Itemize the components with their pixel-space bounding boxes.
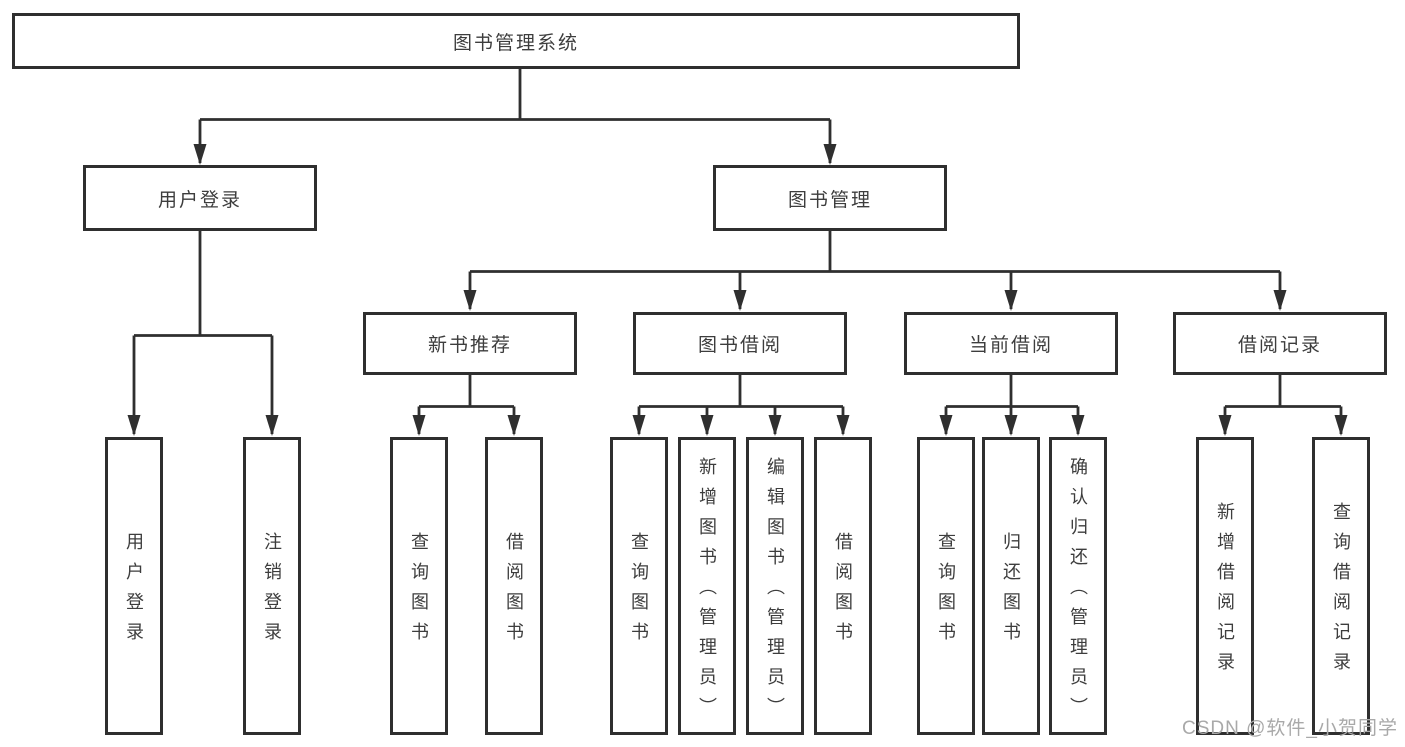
leaf-confirm-return-admin: 确认归还（管理员） [1049, 437, 1107, 735]
node-label: 当前借阅 [968, 335, 1053, 356]
node-label: 图书借阅 [697, 335, 782, 356]
node-label: 注销登录 [262, 532, 282, 652]
leaf-query-books-3: 查询图书 [917, 437, 975, 735]
node-label: 借阅记录 [1237, 335, 1322, 356]
node-label: 用户登录 [157, 189, 242, 211]
leaf-add-book-admin: 新增图书（管理员） [678, 437, 736, 735]
leaf-borrow-books-2: 借阅图书 [814, 437, 872, 735]
node-label: 查询图书 [936, 532, 956, 652]
leaf-user-login: 用户登录 [105, 437, 163, 735]
node-label: 用户登录 [124, 532, 144, 652]
connector-current-to-leaves [939, 375, 1085, 436]
node-label: 新增借阅记录 [1215, 502, 1235, 682]
node-label: 确认归还（管理员） [1068, 457, 1088, 727]
node-label: 图书管理 [787, 189, 872, 211]
connector-root-to-level2 [193, 69, 837, 165]
node-new-book-recommendation: 新书推荐 [363, 312, 577, 375]
node-label: 新增图书（管理员） [697, 457, 717, 727]
node-label: 归还图书 [1001, 532, 1021, 652]
node-label: 图书管理系统 [452, 32, 579, 54]
leaf-borrow-books-1: 借阅图书 [485, 437, 543, 735]
connector-newbook-to-leaves [412, 375, 521, 436]
node-user-login: 用户登录 [83, 165, 317, 231]
node-borrowing-records: 借阅记录 [1173, 312, 1387, 375]
connector-login-to-leaves [127, 231, 279, 436]
node-label: 查询图书 [629, 532, 649, 652]
node-label: 借阅图书 [833, 532, 853, 652]
csdn-watermark: CSDN @软件_小贺同学 [1182, 718, 1398, 739]
node-label: 借阅图书 [504, 532, 524, 652]
connector-records-to-leaves [1218, 375, 1348, 436]
leaf-query-books-1: 查询图书 [390, 437, 448, 735]
node-label: 查询借阅记录 [1331, 502, 1351, 682]
leaf-query-books-2: 查询图书 [610, 437, 668, 735]
leaf-return-book: 归还图书 [982, 437, 1040, 735]
node-current-borrowing: 当前借阅 [904, 312, 1118, 375]
node-label: 编辑图书（管理员） [765, 457, 785, 727]
node-label: 新书推荐 [427, 335, 512, 356]
node-label: 查询图书 [409, 532, 429, 652]
leaf-edit-book-admin: 编辑图书（管理员） [746, 437, 804, 735]
leaf-add-borrow-record: 新增借阅记录 [1196, 437, 1254, 735]
connector-borrow-to-leaves [632, 375, 850, 436]
node-book-management: 图书管理 [713, 165, 947, 231]
connector-management-to-level3 [463, 231, 1287, 311]
leaf-query-borrow-record: 查询借阅记录 [1312, 437, 1370, 735]
node-book-borrowing: 图书借阅 [633, 312, 847, 375]
node-library-management-system: 图书管理系统 [12, 13, 1020, 69]
leaf-logout: 注销登录 [243, 437, 301, 735]
